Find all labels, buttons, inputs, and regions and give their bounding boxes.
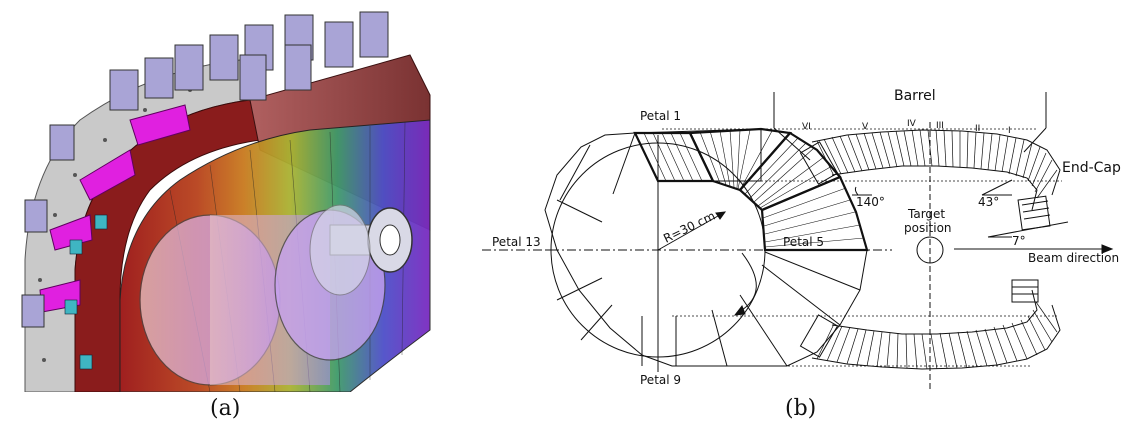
lower-crystal-lines xyxy=(816,301,1058,370)
label-petal-9: Petal 9 xyxy=(640,373,681,387)
upper-crystal-inner xyxy=(831,165,1038,211)
label-target-1: Target xyxy=(907,207,945,221)
angle-7-marker xyxy=(987,221,1069,238)
angle-43-marker xyxy=(981,179,1013,196)
upper-crystal-lines xyxy=(816,129,1058,199)
radius-arrowhead xyxy=(715,211,727,220)
angle-140-arc xyxy=(854,186,859,196)
front-view xyxy=(482,127,892,372)
roman-vi: VI xyxy=(802,122,811,132)
roman-iv: IV xyxy=(907,119,917,129)
target-circle xyxy=(916,236,944,264)
label-petal-5: Petal 5 xyxy=(783,235,824,249)
lower-crystal-inner xyxy=(831,289,1038,335)
label-end-cap: End-Cap xyxy=(1062,160,1121,176)
label-petal-13: Petal 13 xyxy=(492,235,541,249)
roman-i: I xyxy=(1008,126,1011,136)
emc-schematic-diagram: Petal 1 Petal 5 Petal 9 Petal 13 R=30 cm… xyxy=(482,88,1121,392)
beam-arrowhead xyxy=(1101,244,1114,254)
rotation-arrowhead xyxy=(733,304,746,316)
roman-ii: II xyxy=(975,124,980,134)
end-cap-lower xyxy=(1011,279,1039,303)
end-cap-upper xyxy=(1017,195,1051,231)
label-angle-7: 7° xyxy=(1012,234,1026,248)
panel-a-3d-rendering xyxy=(10,0,450,392)
panel-b-schematic: Petal 1 Petal 5 Petal 9 Petal 13 R=30 cm… xyxy=(472,0,1121,428)
side-view xyxy=(773,92,1114,392)
detector-3d-illustration xyxy=(21,11,431,392)
label-beam-direction: Beam direction xyxy=(1028,251,1119,265)
lower-crystal-outline xyxy=(811,304,1061,370)
label-petal-1: Petal 1 xyxy=(640,109,681,123)
radius-arrow xyxy=(657,211,726,251)
roman-v: V xyxy=(862,122,869,132)
crystal-lines xyxy=(643,129,865,248)
roman-iii: III xyxy=(936,121,944,131)
lower-vi-crystal xyxy=(799,314,839,358)
caption-a: (a) xyxy=(210,396,241,421)
label-angle-43: 43° xyxy=(978,195,999,209)
label-barrel: Barrel xyxy=(894,88,936,104)
label-target-2: position xyxy=(904,221,952,235)
label-radius: R=30 cm xyxy=(661,209,717,246)
rotation-arrow xyxy=(738,252,757,313)
projection-lines xyxy=(662,128,1062,367)
label-angle-140: 140° xyxy=(856,195,885,209)
caption-b: (b) xyxy=(785,396,817,421)
upper-vi-crystal xyxy=(799,141,839,185)
upper-crystal-outline xyxy=(811,129,1061,196)
